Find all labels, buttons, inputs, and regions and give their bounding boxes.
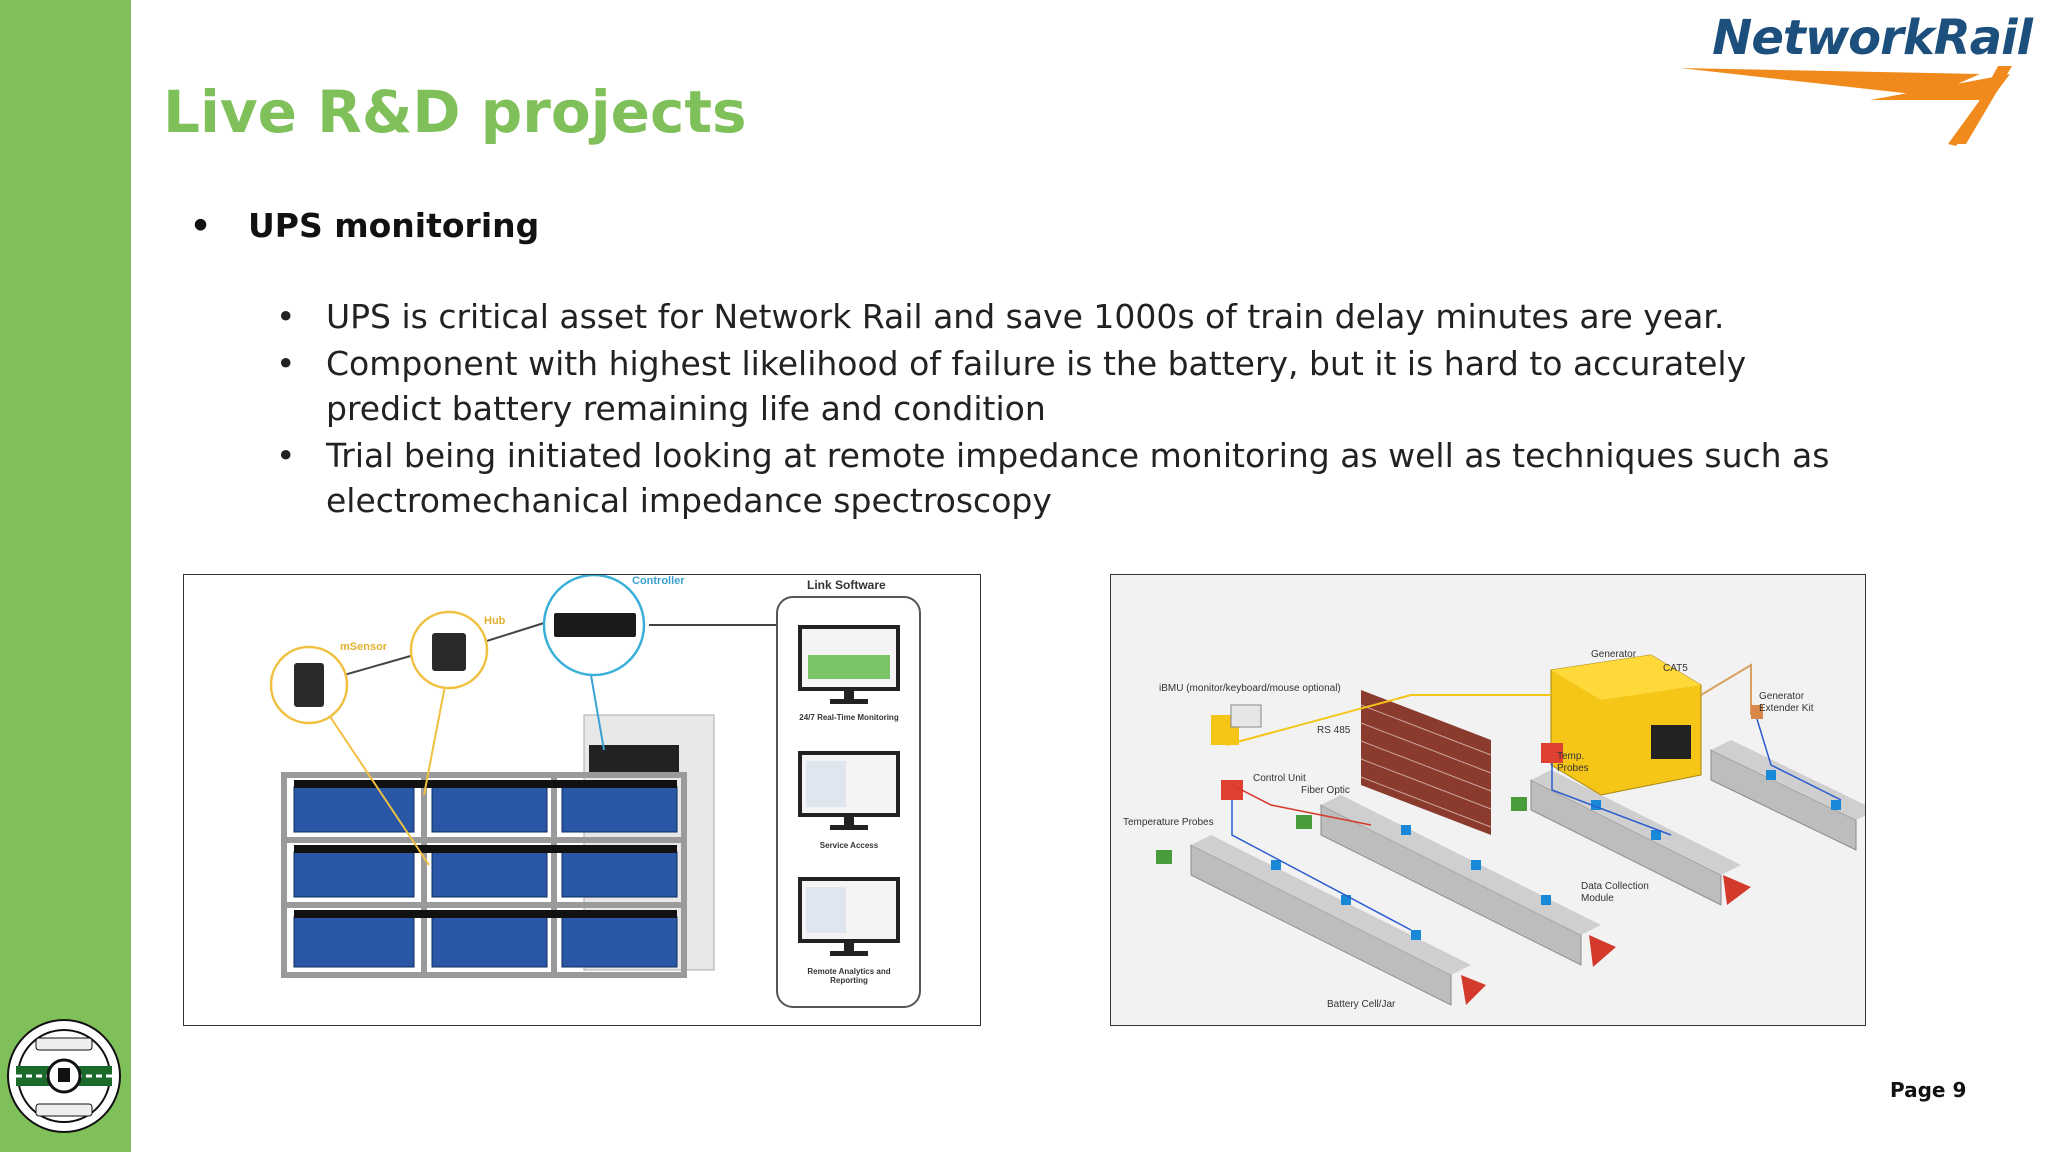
network-rail-logo: NetworkRail bbox=[1680, 10, 2033, 150]
label-battery-cell-jar: Battery Cell/Jar bbox=[1327, 999, 1396, 1010]
label-generator: Generator bbox=[1591, 649, 1637, 660]
label-monitor-service: Service Access bbox=[819, 841, 879, 850]
label-monitor-realtime: 24/7 Real-Time Monitoring bbox=[799, 713, 899, 722]
label-rs485: RS 485 bbox=[1317, 725, 1351, 736]
label-temp-probes: Temp. Probes bbox=[1557, 751, 1589, 774]
logo-swoosh-icon bbox=[1680, 66, 2012, 146]
label-control-unit: Control Unit bbox=[1253, 773, 1306, 784]
label-data-collection-module: Data Collection Module bbox=[1581, 881, 1649, 904]
label-msensor: mSensor bbox=[340, 641, 388, 653]
sub-bullet: •Trial being initiated looking at remote… bbox=[276, 436, 1830, 520]
battery-rack-illustration bbox=[269, 575, 921, 1008]
railway-badge-icon bbox=[7, 1019, 121, 1133]
sub-bullet-list: •UPS is critical asset for Network Rail … bbox=[276, 294, 1836, 525]
label-temperature-probes: Temperature Probes bbox=[1123, 817, 1214, 828]
sidebar-accent-bar bbox=[0, 0, 131, 1152]
sub-bullet: •Component with highest likelihood of fa… bbox=[276, 344, 1747, 428]
logo-text: NetworkRail bbox=[1712, 10, 2033, 66]
label-hub: Hub bbox=[484, 615, 506, 627]
battery-installation-illustration bbox=[1156, 654, 1865, 1006]
label-controller: Controller bbox=[632, 575, 685, 587]
battery-installation-diagram: iBMU (monitor/keyboard/mouse optional) G… bbox=[1110, 574, 1866, 1026]
ups-monitoring-system-diagram: Controller Hub mSensor Link Software 24/… bbox=[183, 574, 981, 1026]
page-number: Page 9 bbox=[1890, 1078, 1967, 1102]
label-monitor-analytics: Remote Analytics and Reporting bbox=[807, 967, 891, 985]
sub-bullet: •UPS is critical asset for Network Rail … bbox=[276, 297, 1725, 336]
label-generator-extender-kit: Generator Extender Kit bbox=[1759, 691, 1814, 714]
bullet-dot: • bbox=[190, 206, 212, 245]
label-fiber-optic: Fiber Optic bbox=[1301, 785, 1350, 796]
slide-title: Live R&D projects bbox=[163, 78, 747, 146]
label-cat5: CAT5 bbox=[1663, 663, 1688, 674]
label-link-software: Link Software bbox=[807, 578, 886, 592]
label-ibmu: iBMU (monitor/keyboard/mouse optional) bbox=[1159, 683, 1341, 694]
